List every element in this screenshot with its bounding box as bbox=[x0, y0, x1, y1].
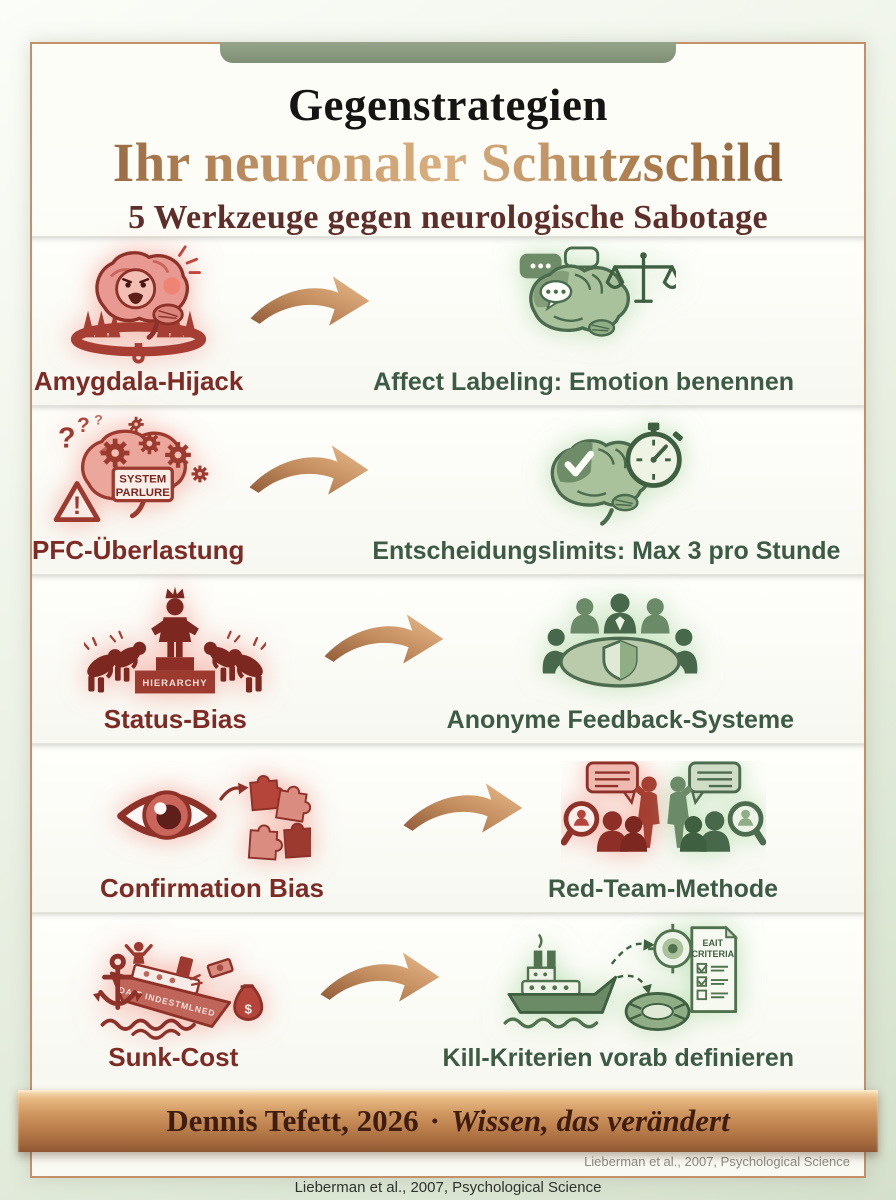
solution-cell: Anonyme Feedback-Systeme bbox=[447, 575, 864, 743]
copper-arrow-icon bbox=[403, 783, 523, 833]
problem-label: Status-Bias bbox=[103, 704, 247, 734]
round-table-shield-icon bbox=[542, 593, 698, 688]
problem-cell: Confirmation Bias bbox=[32, 744, 392, 912]
red-green-teams-icon bbox=[560, 761, 766, 852]
solution-cell: Red-Team-Methode bbox=[532, 744, 864, 912]
solution-label: Entscheidungslimits: Max 3 pro Stunde bbox=[372, 537, 841, 565]
row-pfc-overload: ? ? ? ! SYSTEM PARLURE PFC-Überlastung bbox=[32, 405, 864, 574]
solution-label: Kill-Kriterien vorab definieren bbox=[442, 1044, 794, 1072]
hierarchy-podium-figures-icon: HIERARCHY bbox=[84, 586, 267, 694]
overloaded-brain-gears-icon: ? ? ? ! SYSTEM PARLURE bbox=[53, 413, 209, 523]
header: Gegenstrategien Ihr neuronaler Schutzsch… bbox=[32, 44, 864, 236]
money-bag-symbol: $ bbox=[245, 1001, 253, 1016]
doc-title-line2: CRITERIA bbox=[691, 949, 734, 959]
problem-cell: DAIT INDESTMLNED bbox=[32, 913, 315, 1081]
solution-label: Anonyme Feedback-Systeme bbox=[446, 706, 794, 734]
arrow-cell bbox=[245, 237, 373, 405]
banner-author: Dennis Tefett, 2026 bbox=[166, 1103, 419, 1138]
arrow-cell bbox=[315, 913, 443, 1081]
author-banner: Dennis Tefett, 2026 · Wissen, das veränd… bbox=[18, 1090, 878, 1152]
svg-text:?: ? bbox=[58, 422, 75, 454]
citation-inner: Lieberman et al., 2007, Psychological Sc… bbox=[584, 1154, 850, 1169]
copper-arrow-icon bbox=[324, 614, 443, 664]
system-sign-line2: PARLURE bbox=[116, 487, 171, 499]
svg-text:?: ? bbox=[94, 413, 103, 428]
problem-cell: Amygdala-Hijack bbox=[32, 237, 245, 405]
copper-arrow-icon bbox=[249, 445, 369, 495]
strategy-rows: Amygdala-Hijack bbox=[32, 236, 864, 1081]
page-title: Gegenstrategien bbox=[288, 80, 608, 130]
solution-cell: EAIT CRITERIA Kill-Kriterien vorab defin… bbox=[443, 913, 864, 1081]
eye-puzzle-pieces-icon bbox=[117, 775, 311, 861]
arrow-cell bbox=[244, 406, 372, 574]
sinking-ship-icon: DAIT INDESTMLNED bbox=[93, 941, 264, 1040]
podium-label: HIERARCHY bbox=[143, 678, 208, 689]
problem-cell: ? ? ? ! SYSTEM PARLURE PFC-Überlastung bbox=[32, 406, 244, 574]
solution-cell: Affect Labeling: Emotion benennen bbox=[373, 237, 864, 405]
top-tab bbox=[220, 42, 676, 63]
page-tagline: 5 Werkzeuge gegen neurologische Sabotage bbox=[128, 199, 768, 236]
arrow-cell bbox=[392, 744, 532, 912]
row-confirmation-bias: Confirmation Bias bbox=[32, 743, 864, 912]
system-sign-line1: SYSTEM bbox=[119, 474, 166, 486]
citation-bottom: Lieberman et al., 2007, Psychological Sc… bbox=[294, 1179, 602, 1196]
row-status-bias: HIERARCHY bbox=[32, 574, 864, 743]
problem-cell: HIERARCHY bbox=[32, 575, 319, 743]
arrow-cell bbox=[319, 575, 447, 743]
brain-in-bear-trap-icon bbox=[70, 245, 207, 364]
problem-label: Amygdala-Hijack bbox=[33, 366, 244, 396]
doc-title-line1: EAIT bbox=[702, 938, 723, 948]
solution-label: Affect Labeling: Emotion benennen bbox=[373, 368, 794, 396]
page-subtitle: Ihr neuronaler Schutzschild bbox=[32, 132, 864, 194]
svg-text:!: ! bbox=[73, 493, 81, 520]
problem-label: Confirmation Bias bbox=[100, 873, 324, 903]
copper-arrow-icon bbox=[320, 952, 439, 1002]
svg-text:?: ? bbox=[77, 414, 90, 437]
solution-cell: Entscheidungslimits: Max 3 pro Stunde bbox=[372, 406, 896, 574]
problem-label: Sunk-Cost bbox=[108, 1042, 239, 1072]
banner-separator: · bbox=[429, 1103, 440, 1138]
copper-arrow-icon bbox=[250, 276, 370, 326]
banner-tagline: Wissen, das verändert bbox=[450, 1103, 730, 1138]
ship-target-raft-checklist-icon: EAIT CRITERIA bbox=[503, 923, 738, 1032]
problem-label: PFC-Überlastung bbox=[32, 535, 245, 565]
row-amygdala-hijack: Amygdala-Hijack bbox=[32, 236, 864, 405]
infographic-card: Gegenstrategien Ihr neuronaler Schutzsch… bbox=[30, 42, 866, 1178]
row-sunk-cost: DAIT INDESTMLNED bbox=[32, 912, 864, 1081]
labeled-brain-with-scale-icon bbox=[519, 246, 677, 337]
solution-label: Red-Team-Methode bbox=[547, 875, 779, 903]
brain-check-stopwatch-icon bbox=[551, 422, 684, 526]
